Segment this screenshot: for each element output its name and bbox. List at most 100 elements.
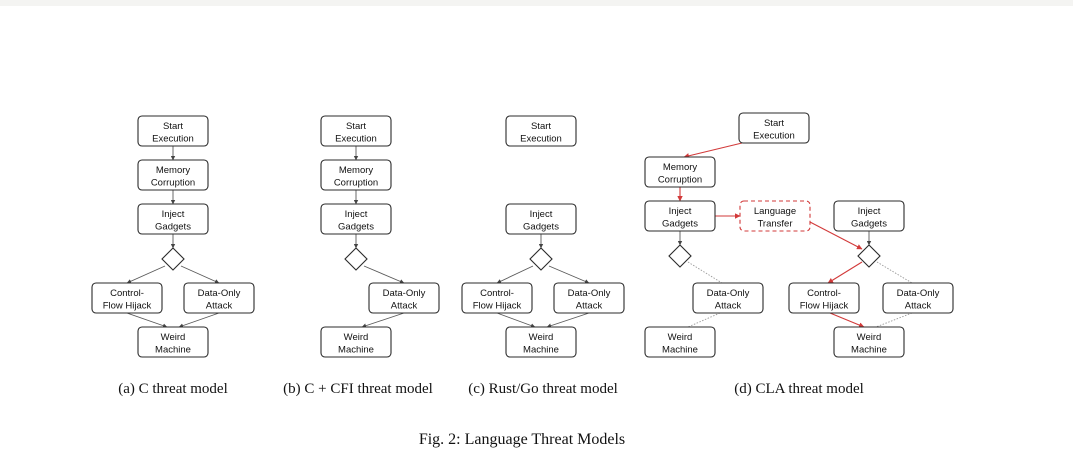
c-decision-diamond: [529, 247, 553, 271]
c-data-only-attack-node-label-2: Attack: [576, 301, 603, 312]
b-inject-gadgets-node-label-1: Inject: [345, 209, 368, 220]
c-edge-dia-cfh: [496, 265, 534, 284]
b-decision-diamond: [344, 247, 368, 271]
d-edge-lt-dia: [809, 221, 863, 250]
c-start-execution-node-label-2: Execution: [520, 134, 562, 145]
b-start-execution-node-label-2: Execution: [335, 134, 377, 145]
a-decision-diamond: [161, 247, 185, 271]
a-start-execution-node-label-1: Start: [163, 121, 183, 132]
top-bar: [0, 0, 1073, 6]
b-memory-corruption-node-label-2: Corruption: [334, 178, 378, 189]
d-memory-corruption-node-label-1: Memory: [663, 162, 698, 173]
nodes-layer: StartExecutionMemoryCorruptionInjectGadg…: [91, 112, 954, 358]
b-weird-machine-node-label-2: Machine: [338, 345, 374, 356]
a-edge-dia-cfh: [126, 265, 166, 284]
c-control-flow-hijack-node: Control- Flow Hijack: [461, 282, 533, 314]
a-memory-corruption-node-label-1: Memory: [156, 165, 191, 176]
d-start-execution-node-label-1: Start: [764, 118, 784, 129]
d-weird-machine-node-left-label-2: Machine: [662, 345, 698, 356]
caption-d: (d) CLA threat model: [734, 381, 864, 397]
d-inject-gadgets-node-left-label-1: Inject: [669, 206, 692, 217]
a-control-flow-hijack-node-label-2: Flow Hijack: [103, 301, 152, 312]
b-data-only-attack-node-label-2: Attack: [391, 301, 418, 312]
c-control-flow-hijack-node-label-2: Flow Hijack: [473, 301, 522, 312]
d-weird-machine-node-left-label-1: Weird: [668, 332, 693, 343]
d-decision-diamond-left: [668, 244, 692, 268]
d-edge-dia-doa-right: [876, 261, 913, 284]
a-start-execution-node-label-2: Execution: [152, 134, 194, 145]
a-edge-dia-doa: [180, 265, 220, 284]
c-data-only-attack-node-label-1: Data-Only: [568, 288, 611, 299]
d-edge-doa-wm-right: [875, 312, 913, 328]
c-control-flow-hijack-node-label-1: Control-: [480, 288, 514, 299]
a-edge-doa-wm: [178, 312, 220, 328]
a-inject-gadgets-node-label-1: Inject: [162, 209, 185, 220]
caption-a: (a) C threat model: [118, 381, 228, 397]
d-edge-doa-wm-left: [687, 312, 721, 328]
b-edge-doa-wm: [361, 312, 405, 328]
caption-b: (b) C + CFI threat model: [283, 381, 433, 397]
b-data-only-attack-node-label-1: Data-Only: [383, 288, 426, 299]
a-control-flow-hijack-node: Control- Flow Hijack: [91, 282, 163, 314]
b-weird-machine-node-label-1: Weird: [344, 332, 369, 343]
a-edge-cfh-wm: [126, 312, 168, 328]
c-edge-cfh-wm: [496, 312, 536, 328]
figure-caption: Fig. 2: Language Threat Models: [419, 431, 625, 448]
a-weird-machine-node-label-2: Machine: [155, 345, 191, 356]
d-data-only-attack-node-left-label-2: Attack: [715, 301, 742, 312]
d-data-only-attack-node-left-label-1: Data-Only: [707, 288, 750, 299]
d-edge-start-mem: [683, 142, 743, 159]
c-weird-machine-node-label-1: Weird: [529, 332, 554, 343]
d-edge-dia-cfh: [827, 261, 863, 284]
a-memory-corruption-node-label-2: Corruption: [151, 178, 195, 189]
b-edge-dia-doa: [363, 265, 405, 284]
d-language-transfer-node-label-2: Transfer: [757, 219, 792, 230]
d-data-only-attack-node-right-label-2: Attack: [905, 301, 932, 312]
d-start-execution-node-label-2: Execution: [753, 131, 795, 142]
d-control-flow-hijack-node: Control- Flow Hijack: [788, 282, 860, 314]
a-control-flow-hijack-node-label-1: Control-: [110, 288, 144, 299]
d-edge-cfh-wm: [829, 312, 865, 328]
d-inject-gadgets-node-left-label-2: Gadgets: [662, 219, 698, 230]
d-inject-gadgets-node-right-label-2: Gadgets: [851, 219, 887, 230]
b-start-execution-node-label-1: Start: [346, 121, 366, 132]
c-start-execution-node-label-1: Start: [531, 121, 551, 132]
d-control-flow-hijack-node-label-1: Control-: [807, 288, 841, 299]
d-inject-gadgets-node-right-label-1: Inject: [858, 206, 881, 217]
d-control-flow-hijack-node-label-2: Flow Hijack: [800, 301, 849, 312]
d-data-only-attack-node-right-label-1: Data-Only: [897, 288, 940, 299]
c-inject-gadgets-node-label-1: Inject: [530, 209, 553, 220]
d-edge-dia-doa-left: [687, 261, 723, 284]
b-memory-corruption-node-label-1: Memory: [339, 165, 374, 176]
c-weird-machine-node-label-2: Machine: [523, 345, 559, 356]
edges-layer: [126, 142, 913, 328]
a-data-only-attack-node-label-2: Attack: [206, 301, 233, 312]
c-edge-dia-doa: [548, 265, 590, 284]
d-weird-machine-node-right-label-1: Weird: [857, 332, 882, 343]
c-inject-gadgets-node-label-2: Gadgets: [523, 222, 559, 233]
caption-c: (c) Rust/Go threat model: [468, 381, 618, 397]
d-decision-diamond-right: [857, 244, 881, 268]
